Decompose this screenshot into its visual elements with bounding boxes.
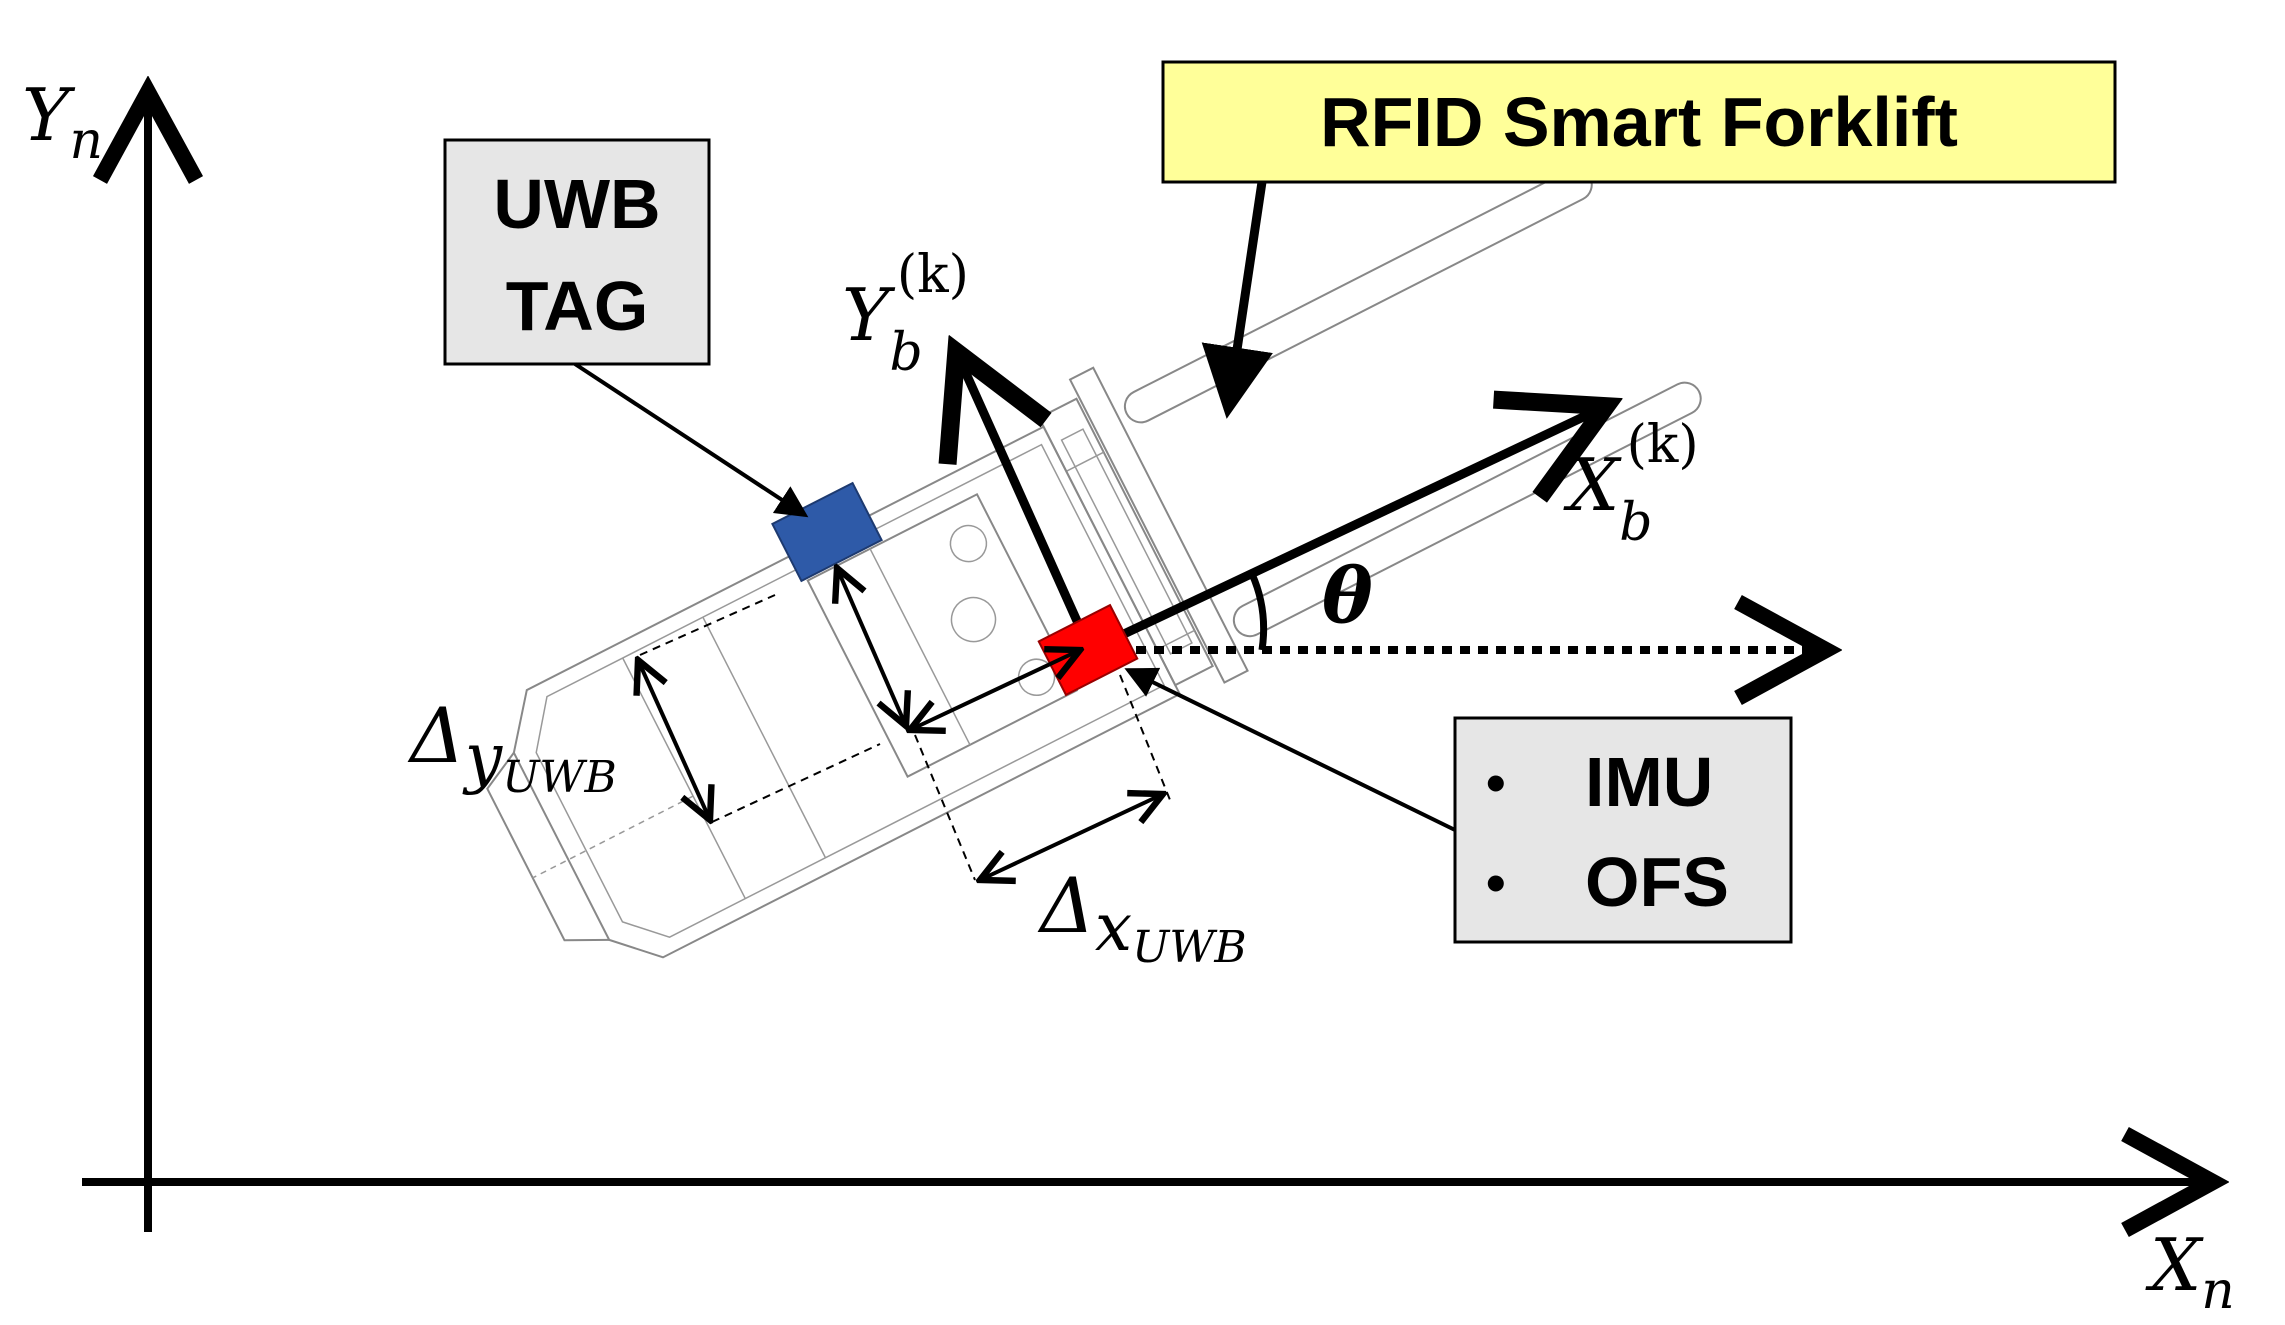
- uwb-callout-pointer: [573, 362, 809, 518]
- dx-dimension: [980, 794, 1163, 880]
- dy-dimension: [638, 660, 710, 820]
- uwb-callout-box: [443, 138, 711, 366]
- body-x-label: Xb(k): [1563, 415, 1699, 553]
- y-axis-label: Yn: [22, 73, 103, 171]
- sensor-callout-pointer: [1124, 667, 1456, 832]
- dx-label: ΔxUWB: [1037, 861, 1247, 973]
- sensor-item-imu: IMU: [1585, 743, 1713, 821]
- sensor-item-ofs: OFS: [1585, 843, 1729, 921]
- uwb-callout-line-2: TAG: [506, 267, 649, 345]
- body-y-axis: [960, 360, 1095, 652]
- theta-arc: [1248, 572, 1268, 651]
- forklift-callout-box: [1161, 60, 2117, 184]
- sensor-bullet-2: •: [1486, 851, 1506, 914]
- uwb-to-axis-dimension: [837, 568, 906, 726]
- dy-extension-2: [711, 743, 881, 823]
- dx-extension-2: [1119, 674, 1171, 801]
- body-x-axis: [1088, 410, 1598, 655]
- dy-extension-1: [639, 594, 776, 656]
- forklift-callout-pointer: [1201, 181, 1273, 419]
- sensor-bullet-1: •: [1486, 751, 1506, 814]
- dy-label: ΔyUWB: [407, 691, 617, 803]
- body-y-label: Yb(k): [842, 245, 969, 383]
- x-axis-label: Xn: [2145, 1223, 2235, 1321]
- dx-extension-1: [914, 734, 976, 881]
- dx-base-dimension: [910, 650, 1080, 730]
- sensor-callout-box: [1453, 716, 1793, 944]
- uwb-callout-line-1: UWB: [493, 165, 660, 243]
- forklift-callout-label: RFID Smart Forklift: [1320, 83, 1958, 161]
- uwb-tag-marker: [771, 481, 883, 583]
- theta-label: θ: [1322, 551, 1373, 640]
